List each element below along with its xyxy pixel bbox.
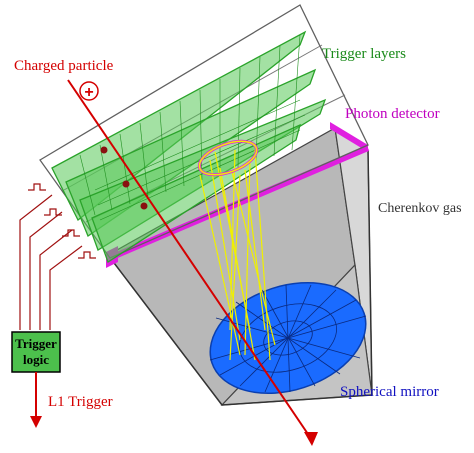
particle-arrow-head [304, 432, 318, 446]
gas-edge-front-left [107, 254, 223, 406]
trigger-signal-lines [19, 183, 96, 330]
pulse-4 [78, 251, 96, 259]
hit-point-3 [140, 202, 148, 210]
label-photon-detector: Photon detector [345, 106, 440, 122]
label-l1-trigger: L1 Trigger [48, 394, 113, 410]
particle-charge-symbol: + [84, 84, 93, 101]
label-cherenkov-gas: Cherenkov gas [378, 201, 462, 216]
particle-track: + [67, 79, 318, 446]
trigger-logic-box: Trigger logic [11, 331, 61, 373]
mirror-segments [209, 284, 367, 393]
hit-point-1 [100, 146, 108, 154]
pulse-1 [28, 183, 46, 191]
trigger-logic-line1: Trigger [15, 336, 57, 351]
trigger-logic-line2: logic [23, 352, 49, 367]
cherenkov-ring [197, 139, 259, 177]
label-trigger-layers: Trigger layers [322, 46, 406, 62]
label-spherical-mirror: Spherical mirror [340, 384, 439, 400]
trigger-layers [51, 30, 327, 263]
gas-edge-front-bottom [221, 394, 373, 406]
cherenkov-light-rays [199, 149, 276, 361]
label-charged-particle: Charged particle [14, 58, 114, 74]
pulse-3 [62, 229, 80, 237]
photon-detector-top-strip [330, 122, 368, 152]
spherical-mirror [209, 281, 367, 395]
hit-point-2 [122, 180, 130, 188]
particle-line [67, 79, 313, 441]
particle-charge-circle [79, 81, 99, 101]
l1-trigger-arrow [30, 372, 42, 428]
pulse-2 [44, 208, 62, 216]
gas-edge-right [367, 149, 373, 396]
trigger-layer-4 [91, 123, 301, 263]
